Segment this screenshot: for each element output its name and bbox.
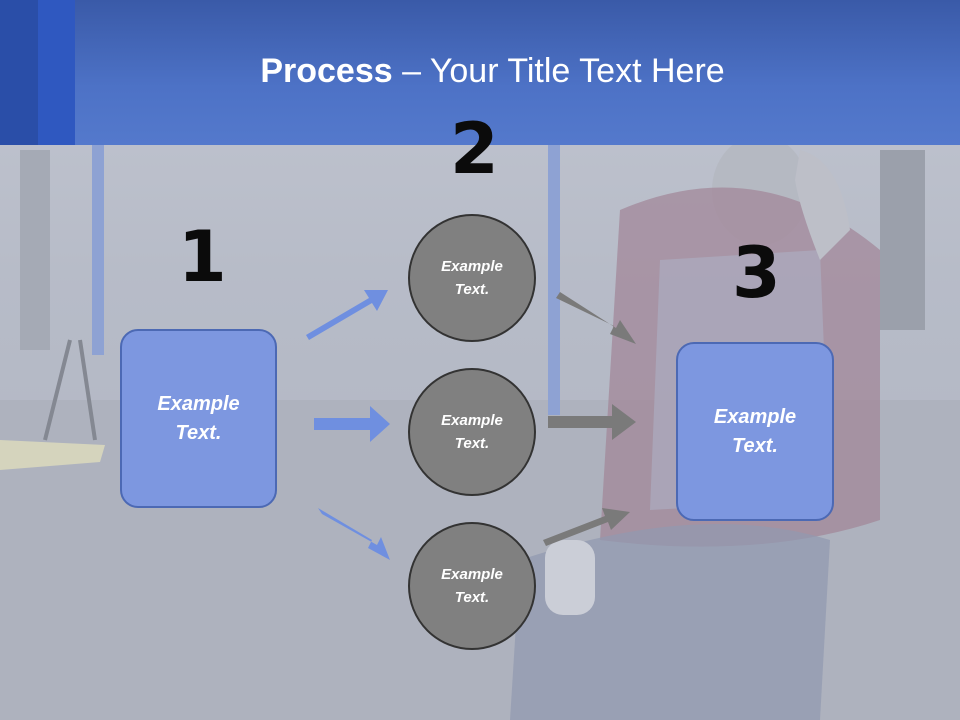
circle-2-line1: Example — [441, 412, 503, 429]
arrow-from-circle-2 — [548, 404, 636, 440]
circle-1-line2: Text. — [454, 281, 490, 298]
step-number-2: 2 — [450, 108, 499, 190]
swing-seat — [0, 440, 105, 470]
header-stripe — [38, 0, 75, 145]
blue-arrows — [306, 290, 390, 560]
slide-title: Process – Your Title Text Here — [0, 52, 960, 91]
arrow-to-circle-3 — [318, 508, 390, 560]
boy-hand — [545, 540, 595, 615]
left-step-box: Example Text. — [120, 329, 277, 508]
title-bold: Process — [260, 52, 393, 90]
circle-1-line1: Example — [441, 258, 503, 275]
circle-3-line2: Text. — [454, 589, 490, 606]
header-stripe — [0, 0, 38, 145]
left-box-line2: Text. — [175, 421, 222, 444]
arrow-from-circle-3 — [543, 508, 630, 546]
right-box-line1: Example — [713, 405, 797, 428]
arrow-to-circle-1 — [306, 290, 388, 340]
circle-2-line2: Text. — [454, 435, 490, 452]
step-number-1: 1 — [178, 216, 227, 298]
right-box-line2: Text. — [732, 434, 778, 457]
circle-3-line1: Example — [441, 566, 503, 583]
swing-rope-left — [92, 145, 104, 355]
right-step-box: Example Text. — [676, 342, 834, 521]
swing-rope-right — [548, 145, 560, 415]
step-number-3: 3 — [732, 232, 781, 314]
arrow-to-circle-2 — [314, 406, 390, 442]
left-box-line1: Example — [157, 392, 240, 415]
gray-arrows — [543, 292, 636, 546]
title-bar: Process – Your Title Text Here — [0, 0, 960, 145]
title-rest: – Your Title Text Here — [392, 52, 725, 90]
boy-arm — [795, 150, 850, 260]
step-circle-2: Example Text. — [408, 368, 536, 496]
step-circle-3: Example Text. — [408, 522, 536, 650]
step-circle-1: Example Text. — [408, 214, 536, 342]
arrow-from-circle-1 — [556, 292, 636, 344]
